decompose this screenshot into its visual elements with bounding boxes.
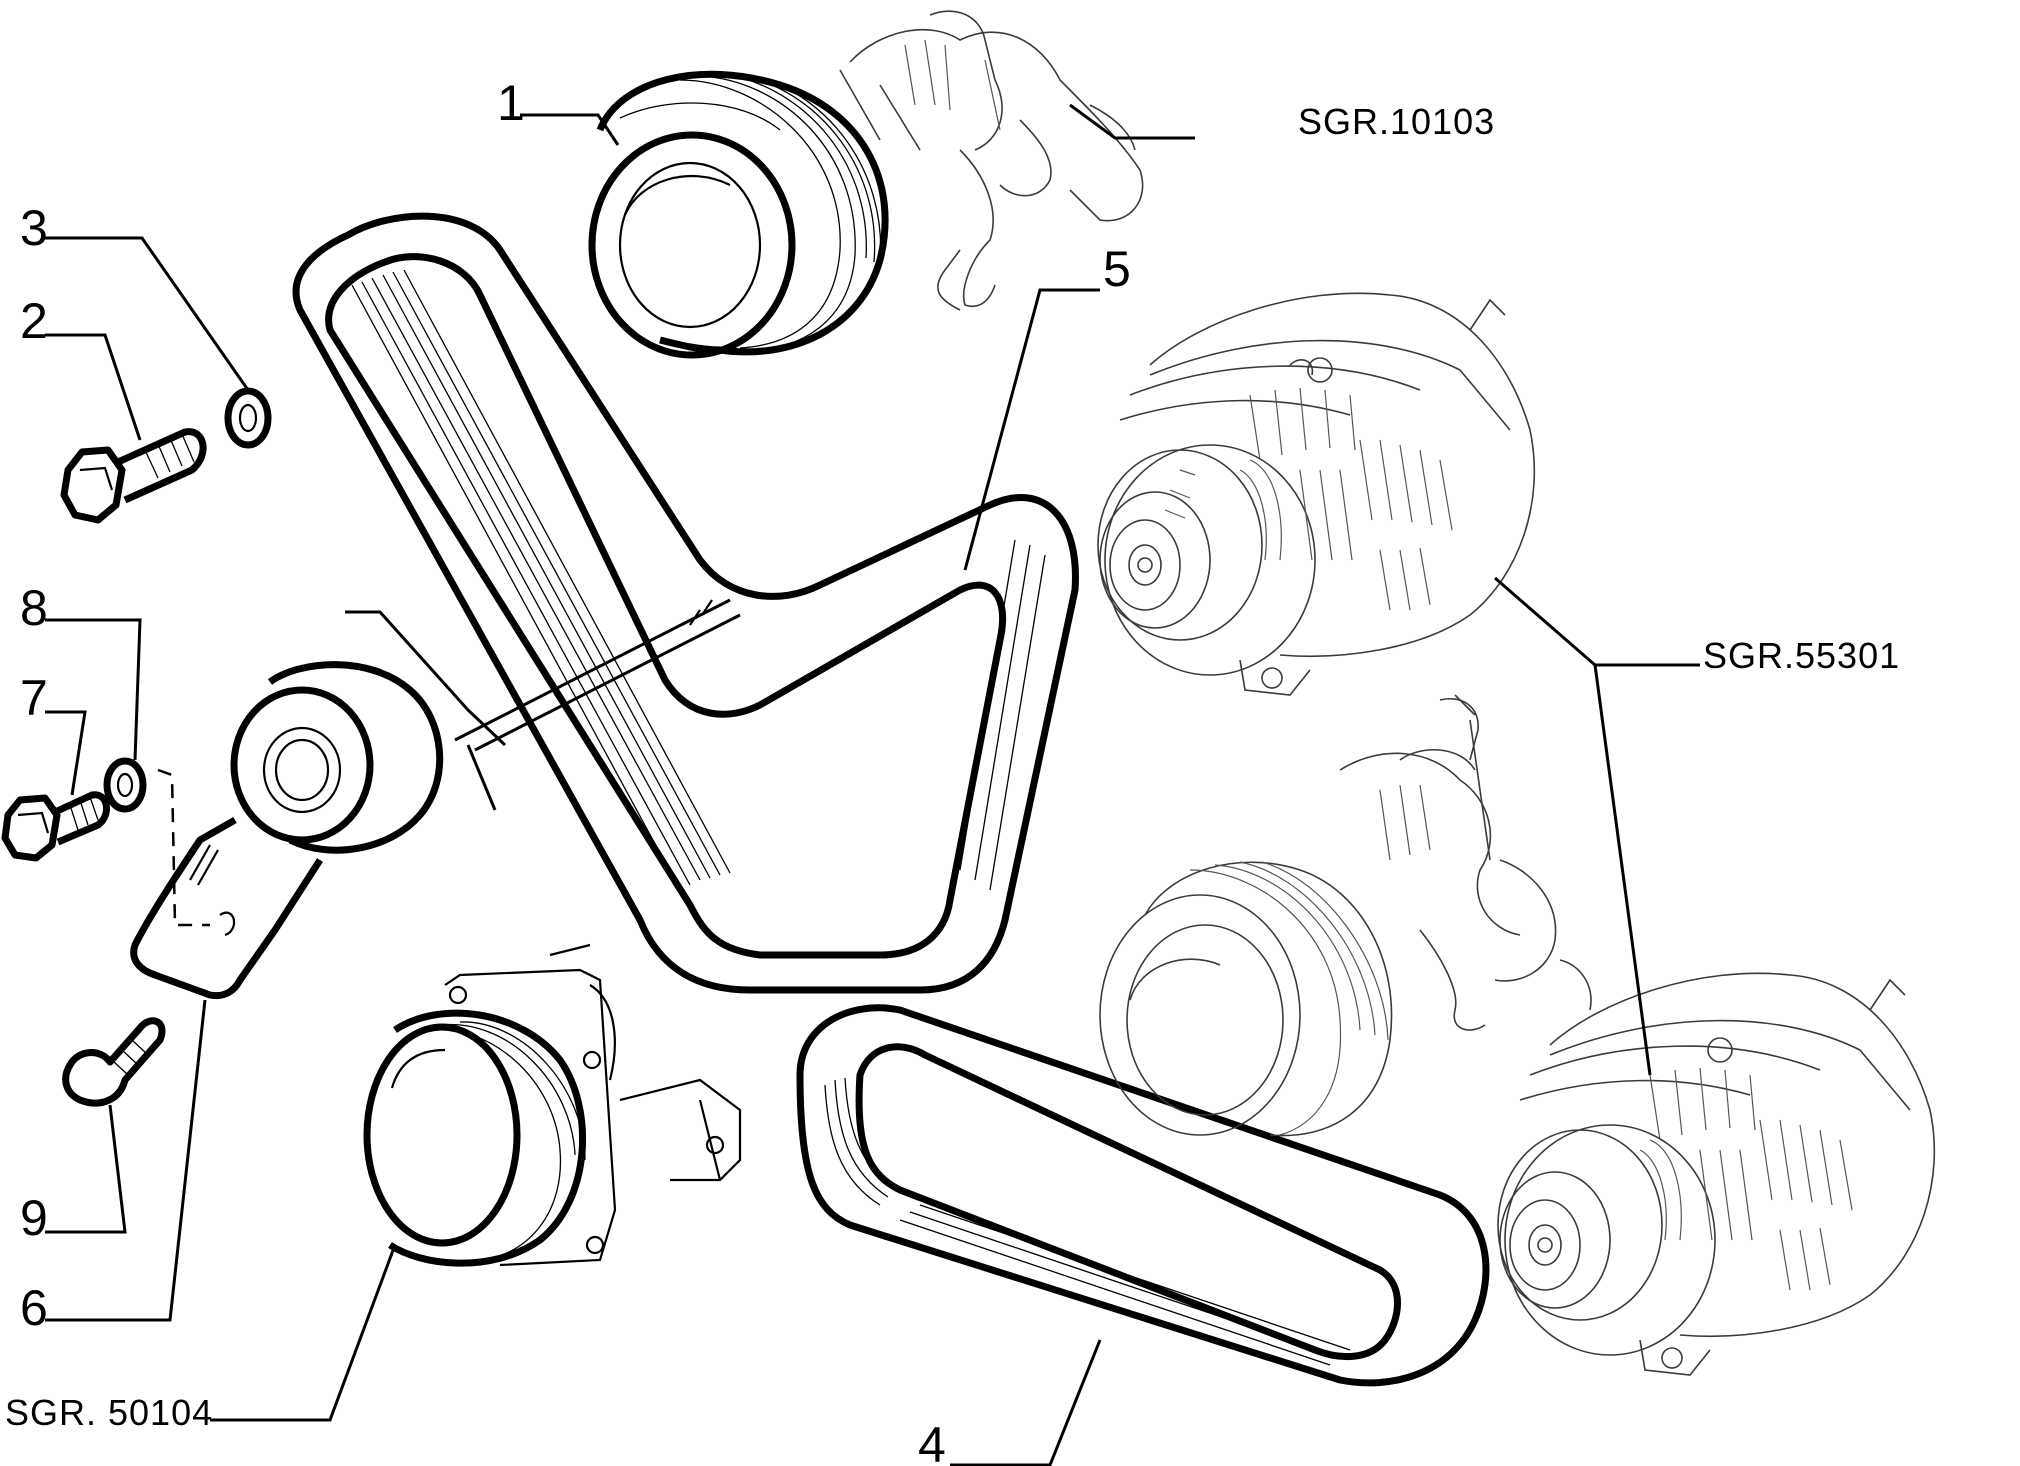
stud-9 [62,1017,166,1107]
leader-5 [963,288,1100,571]
crankshaft-pulley [588,70,889,359]
leader-tensioner-mid [466,744,497,811]
bolt-7 [1,791,110,862]
callout-8: 8 [20,580,48,636]
callout-1: 1 [497,75,525,131]
belt-5 [292,212,1079,994]
crankshaft-top [839,10,1144,311]
callout-7: 7 [20,670,48,726]
leader-2 [45,333,142,441]
washer-8 [103,757,147,813]
leader-8 [45,618,142,761]
leader-3 [45,236,250,391]
leader-4 [950,1339,1102,1466]
leader-alt-top [1494,576,1700,667]
leader-9 [45,1104,127,1234]
leader-7 [45,710,87,796]
crankshaft-middle [1339,694,1592,1031]
callout-6: 6 [20,1280,48,1336]
leader-pump [210,1244,397,1422]
leader-1 [520,113,620,146]
bolt-2 [60,428,207,524]
alternator-bottom [1497,972,1936,1376]
callout-9: 9 [20,1190,48,1246]
leader-alt-bottom [1593,664,1652,1076]
leader-tensioner-belt [454,598,731,742]
callout-ref-pump: SGR. 50104 [5,1392,213,1433]
leader-crank [1069,103,1195,140]
washer-3 [224,387,272,449]
callout-3: 3 [20,200,48,256]
callout-4: 4 [918,1417,946,1466]
leader-6 [45,999,207,1322]
belt-4 [796,1004,1490,1387]
leader-tensioner-top [345,610,507,747]
callout-5: 5 [1103,241,1131,297]
crankshaft-pulley-middle [1099,861,1393,1137]
callouts: 1 SGR.10103 5 3 2 SGR.55301 8 7 9 6 SGR.… [5,75,1900,1466]
leader-tensioner-belt2 [474,613,741,752]
tensioner-6 [130,661,444,1000]
callout-2: 2 [20,293,48,349]
callout-ref-crank: SGR.10103 [1298,101,1495,142]
alternator-top [1097,292,1536,696]
leader-lines [45,103,1700,1466]
water-pump [363,943,742,1267]
callout-ref-alternator: SGR.55301 [1703,635,1900,676]
